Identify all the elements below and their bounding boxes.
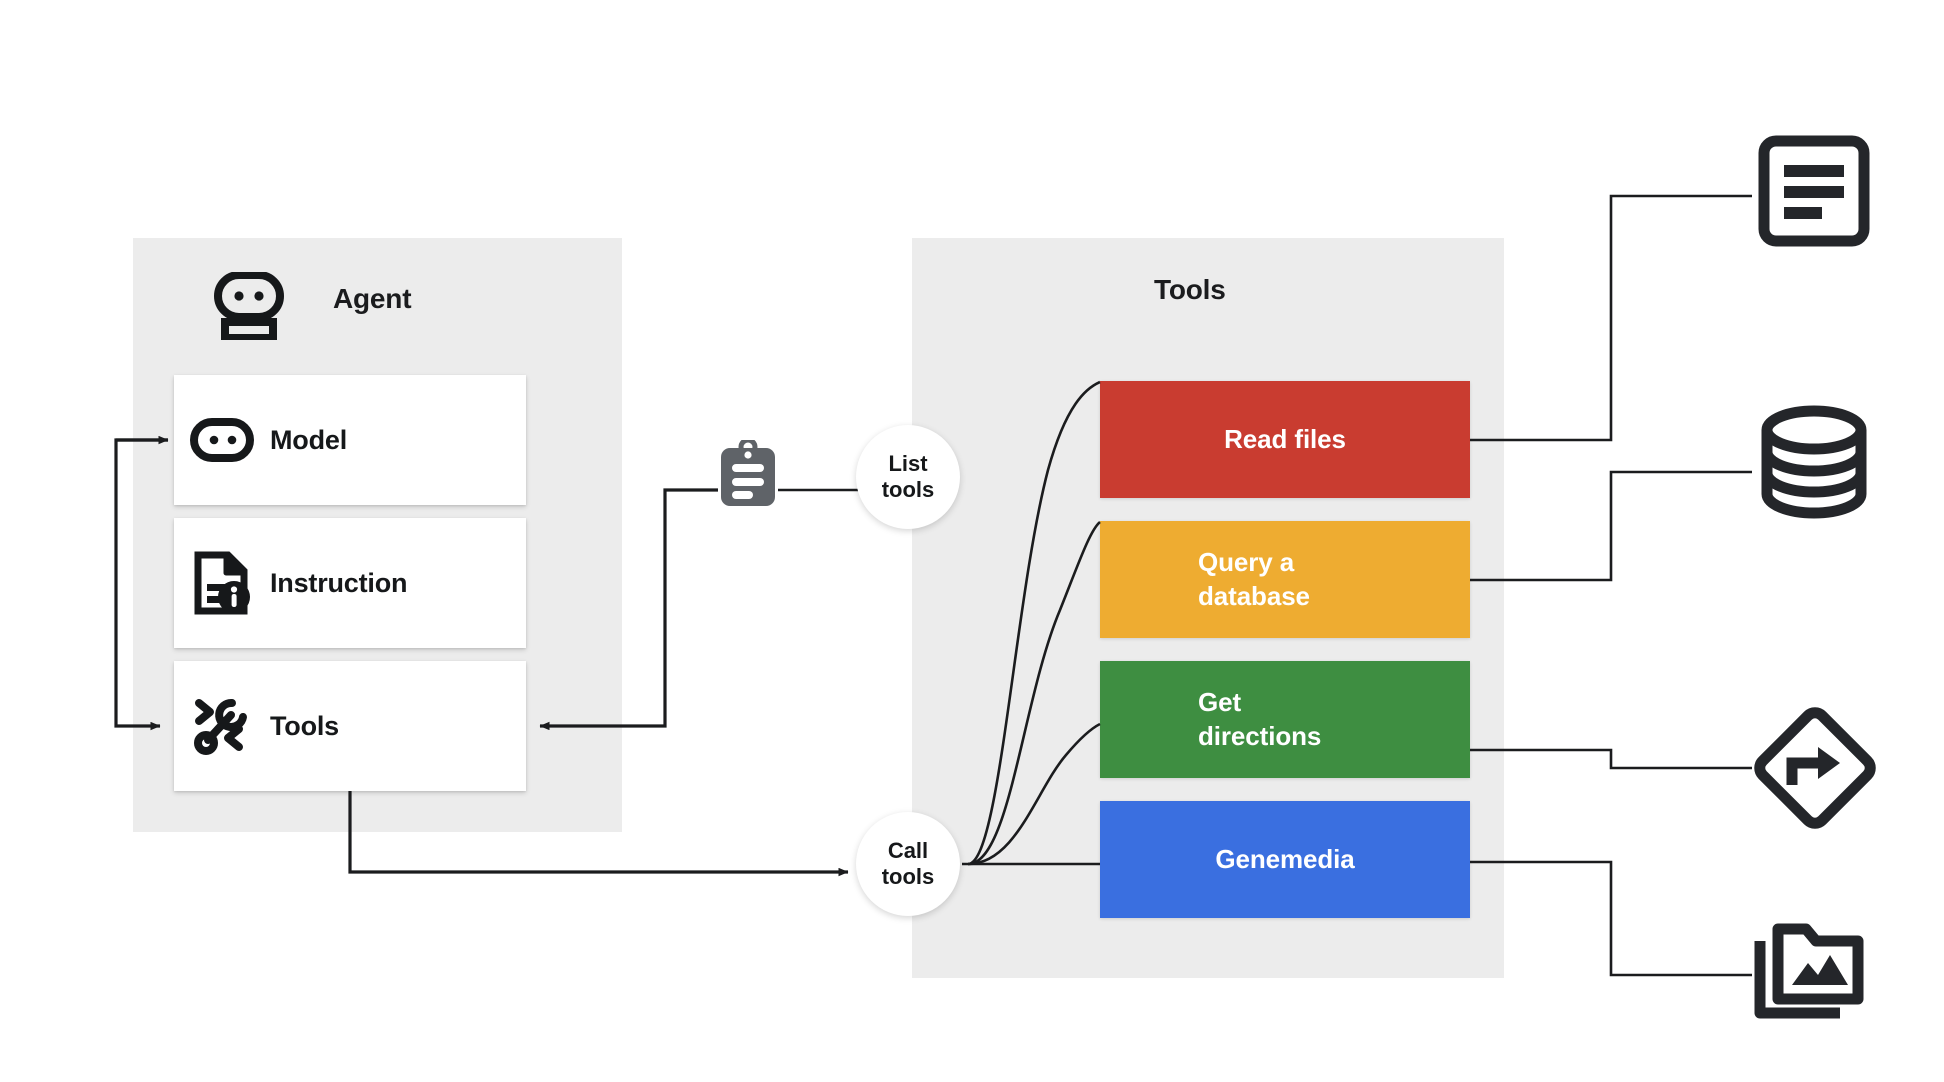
agent-card-label: Model [270,424,347,455]
node-line-1: List [888,451,928,477]
agent-card-instruction[interactable]: Instruction [174,518,526,648]
node-line-2: tools [881,477,935,502]
tool-box-genemedia[interactable]: Genemedia [1100,801,1470,918]
tools-panel-title: Tools [1154,274,1226,305]
clipboard-list-icon [718,437,778,515]
document-icon [1758,135,1870,252]
tool-box-label: Read files [1224,423,1346,454]
agent-card-label: Tools [270,710,339,741]
database-icon [1758,405,1870,524]
agent-card-tools[interactable]: Tools [174,661,526,791]
list-tools-node[interactable]: List tools [856,425,960,529]
agent-card-label: Instruction [270,567,408,598]
robot-icon [214,271,284,345]
media-folder-icon [1754,915,1872,1032]
tool-box-read-files[interactable]: Read files [1100,381,1470,498]
call-tools-node[interactable]: Call tools [856,812,960,916]
document-info-icon [174,551,270,615]
robot-face-icon [174,418,270,462]
agent-panel-title: Agent [333,283,412,314]
directions-icon [1752,705,1878,836]
tools-branch-icon [174,695,270,757]
node-line-2: tools [881,864,935,889]
tool-box-label: Genemedia [1215,843,1355,874]
agent-card-model[interactable]: Model [174,375,526,505]
node-line-1: Call [887,838,929,864]
